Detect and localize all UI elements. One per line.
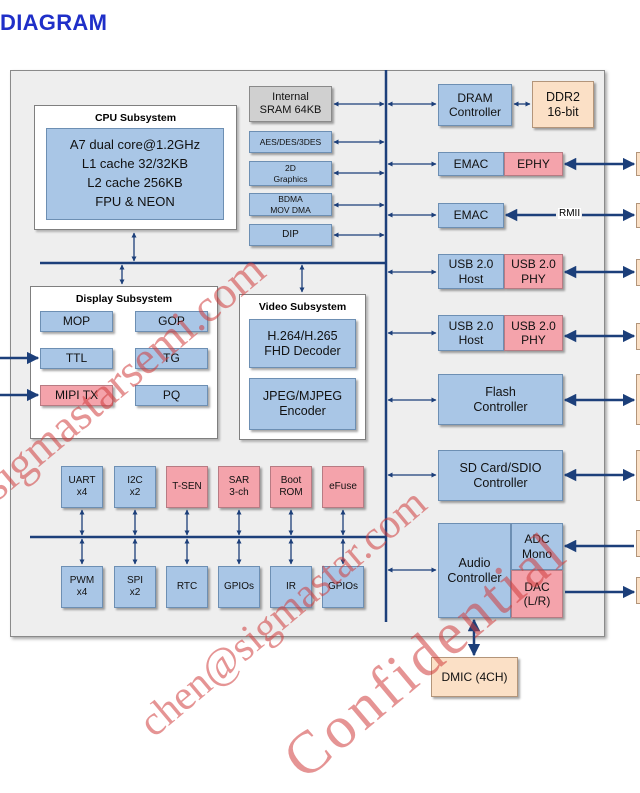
- rmii-label: RMII: [558, 208, 582, 219]
- usb-phy-block-2: USB 2.0 PHY: [504, 315, 563, 351]
- ddr2-block: DDR2 16-bit: [532, 81, 594, 128]
- external-block-usb1: [636, 259, 640, 286]
- external-block-adc: [636, 530, 640, 557]
- cpu-core-block: A7 dual core@1.2GHz L1 cache 32/32KB L2 …: [46, 128, 224, 220]
- external-block-dac: [636, 577, 640, 604]
- flash-controller-block: Flash Controller: [438, 374, 563, 425]
- bootrom-block: Boot ROM: [270, 466, 312, 508]
- bdma-block: BDMA MOV DMA: [249, 193, 332, 216]
- pwm-block: PWM x4: [61, 566, 103, 608]
- bus-connectors: [0, 70, 636, 657]
- external-block-usb2: [636, 323, 640, 350]
- sram-block: Internal SRAM 64KB: [249, 86, 332, 122]
- gpios-block-2: GPIOs: [322, 566, 364, 608]
- i2c-block: I2C x2: [114, 466, 156, 508]
- efuse-block: eFuse: [322, 466, 364, 508]
- tg-block: TG: [135, 348, 208, 369]
- pq-block: PQ: [135, 385, 208, 406]
- display-subsystem-title: Display Subsystem: [75, 293, 173, 305]
- adc-block: ADC Mono: [511, 523, 563, 570]
- uart-block: UART x4: [61, 466, 103, 508]
- graphics-block: 2D Graphics: [249, 161, 332, 186]
- ir-block: IR: [270, 566, 312, 608]
- external-block-rmii: [636, 203, 640, 228]
- external-block-ephy: [636, 152, 640, 176]
- ttl-block: TTL: [40, 348, 113, 369]
- gop-block: GOP: [135, 311, 208, 332]
- rtc-block: RTC: [166, 566, 208, 608]
- video-decoder-block: H.264/H.265 FHD Decoder: [249, 319, 356, 368]
- video-encoder-block: JPEG/MJPEG Encoder: [249, 378, 356, 430]
- dip-block: DIP: [249, 224, 332, 246]
- external-block-sd: [636, 450, 640, 501]
- mipi-tx-block: MIPI TX: [40, 385, 113, 406]
- cpu-subsystem-title: CPU Subsystem: [94, 112, 177, 124]
- dac-block: DAC (L/R): [511, 570, 563, 618]
- emac-block-1: EMAC: [438, 152, 504, 176]
- video-subsystem-title: Video Subsystem: [258, 301, 347, 313]
- sar-block: SAR 3-ch: [218, 466, 260, 508]
- tsen-block: T-SEN: [166, 466, 208, 508]
- external-block-flash: [636, 374, 640, 425]
- ephy-block: EPHY: [504, 152, 563, 176]
- usb-phy-block-1: USB 2.0 PHY: [504, 254, 563, 289]
- gpios-block-1: GPIOs: [218, 566, 260, 608]
- emac-block-2: EMAC: [438, 203, 504, 228]
- page-title: DIAGRAM: [0, 10, 108, 35]
- audio-controller-block: Audio Controller: [438, 523, 511, 618]
- spi-block: SPI x2: [114, 566, 156, 608]
- sd-controller-block: SD Card/SDIO Controller: [438, 450, 563, 501]
- mop-block: MOP: [40, 311, 113, 332]
- usb-host-block-1: USB 2.0 Host: [438, 254, 504, 289]
- aes-block: AES/DES/3DES: [249, 131, 332, 153]
- dmic-block: DMIC (4CH): [431, 657, 518, 697]
- dram-controller-block: DRAM Controller: [438, 84, 512, 126]
- cpu-subsystem-panel: CPU Subsystem A7 dual core@1.2GHz L1 cac…: [34, 105, 237, 230]
- usb-host-block-2: USB 2.0 Host: [438, 315, 504, 351]
